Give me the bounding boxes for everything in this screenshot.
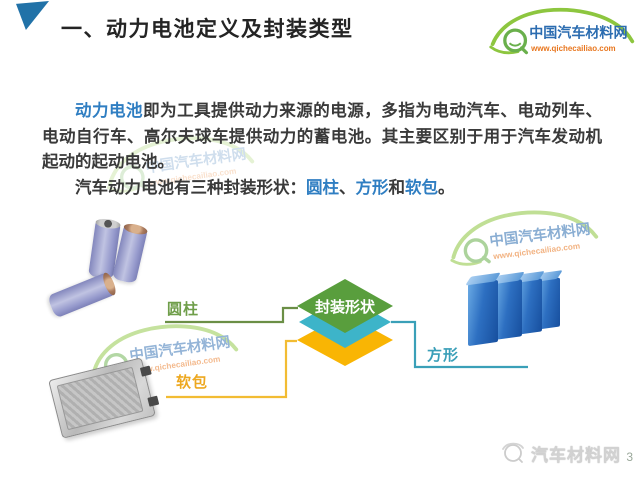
paragraph-line-2: 汽车动力电池有三种封装形状：圆柱、方形和软包。 [75,178,455,197]
logo-q-icon [503,28,529,55]
keyword-power-battery: 动力电池 [75,102,144,120]
footer-watermark: 汽车材料网 3 [498,437,633,469]
cylinder-shape-label: 圆柱 [167,301,200,318]
keyword-prismatic: 方形 [355,178,389,197]
prismatic-shape-label: 方形 [427,347,460,364]
footer-page-number: 3 [626,450,633,464]
site-logo: 中国汽车材料网 www.qichecailiao.com [489,7,635,55]
diagram-center-label: 封装形状 [315,298,376,316]
green-diamond-layer [297,279,393,333]
connector-cylinder-line [165,306,298,324]
prismatic-batteries-image [468,272,568,350]
body-paragraph: 动力电池即为工具提供动力来源的电源，多指为电动汽车、电动列车、电动自行车、高尔夫… [42,99,602,201]
connector-prismatic-line [391,320,528,369]
pouch-shape-label: 软包 [176,374,209,391]
paragraph-line-1: 动力电池即为工具提供动力来源的电源，多指为电动汽车、电动列车、电动自行车、高尔夫… [42,102,603,171]
logo-url-text: www.qichecailiao.com [530,44,616,53]
connector-pouch-line [166,339,297,399]
logo-car-swoosh-icon [490,7,635,47]
logo-brand-text: 中国汽车材料网 [529,25,627,41]
prismatic-cell-icon [496,279,522,340]
page-title: 一、动力电池定义及封装类型 [61,18,354,41]
footer-brand-text: 汽车材料网 [531,446,621,465]
prismatic-cell-icon [468,279,498,347]
keyword-cylinder: 圆柱 [306,178,339,197]
pouch-cell-surface [56,366,144,431]
footer-logo-icon [502,442,524,463]
cylindrical-batteries-image [46,214,230,319]
keyword-pouch: 软包 [405,178,438,197]
